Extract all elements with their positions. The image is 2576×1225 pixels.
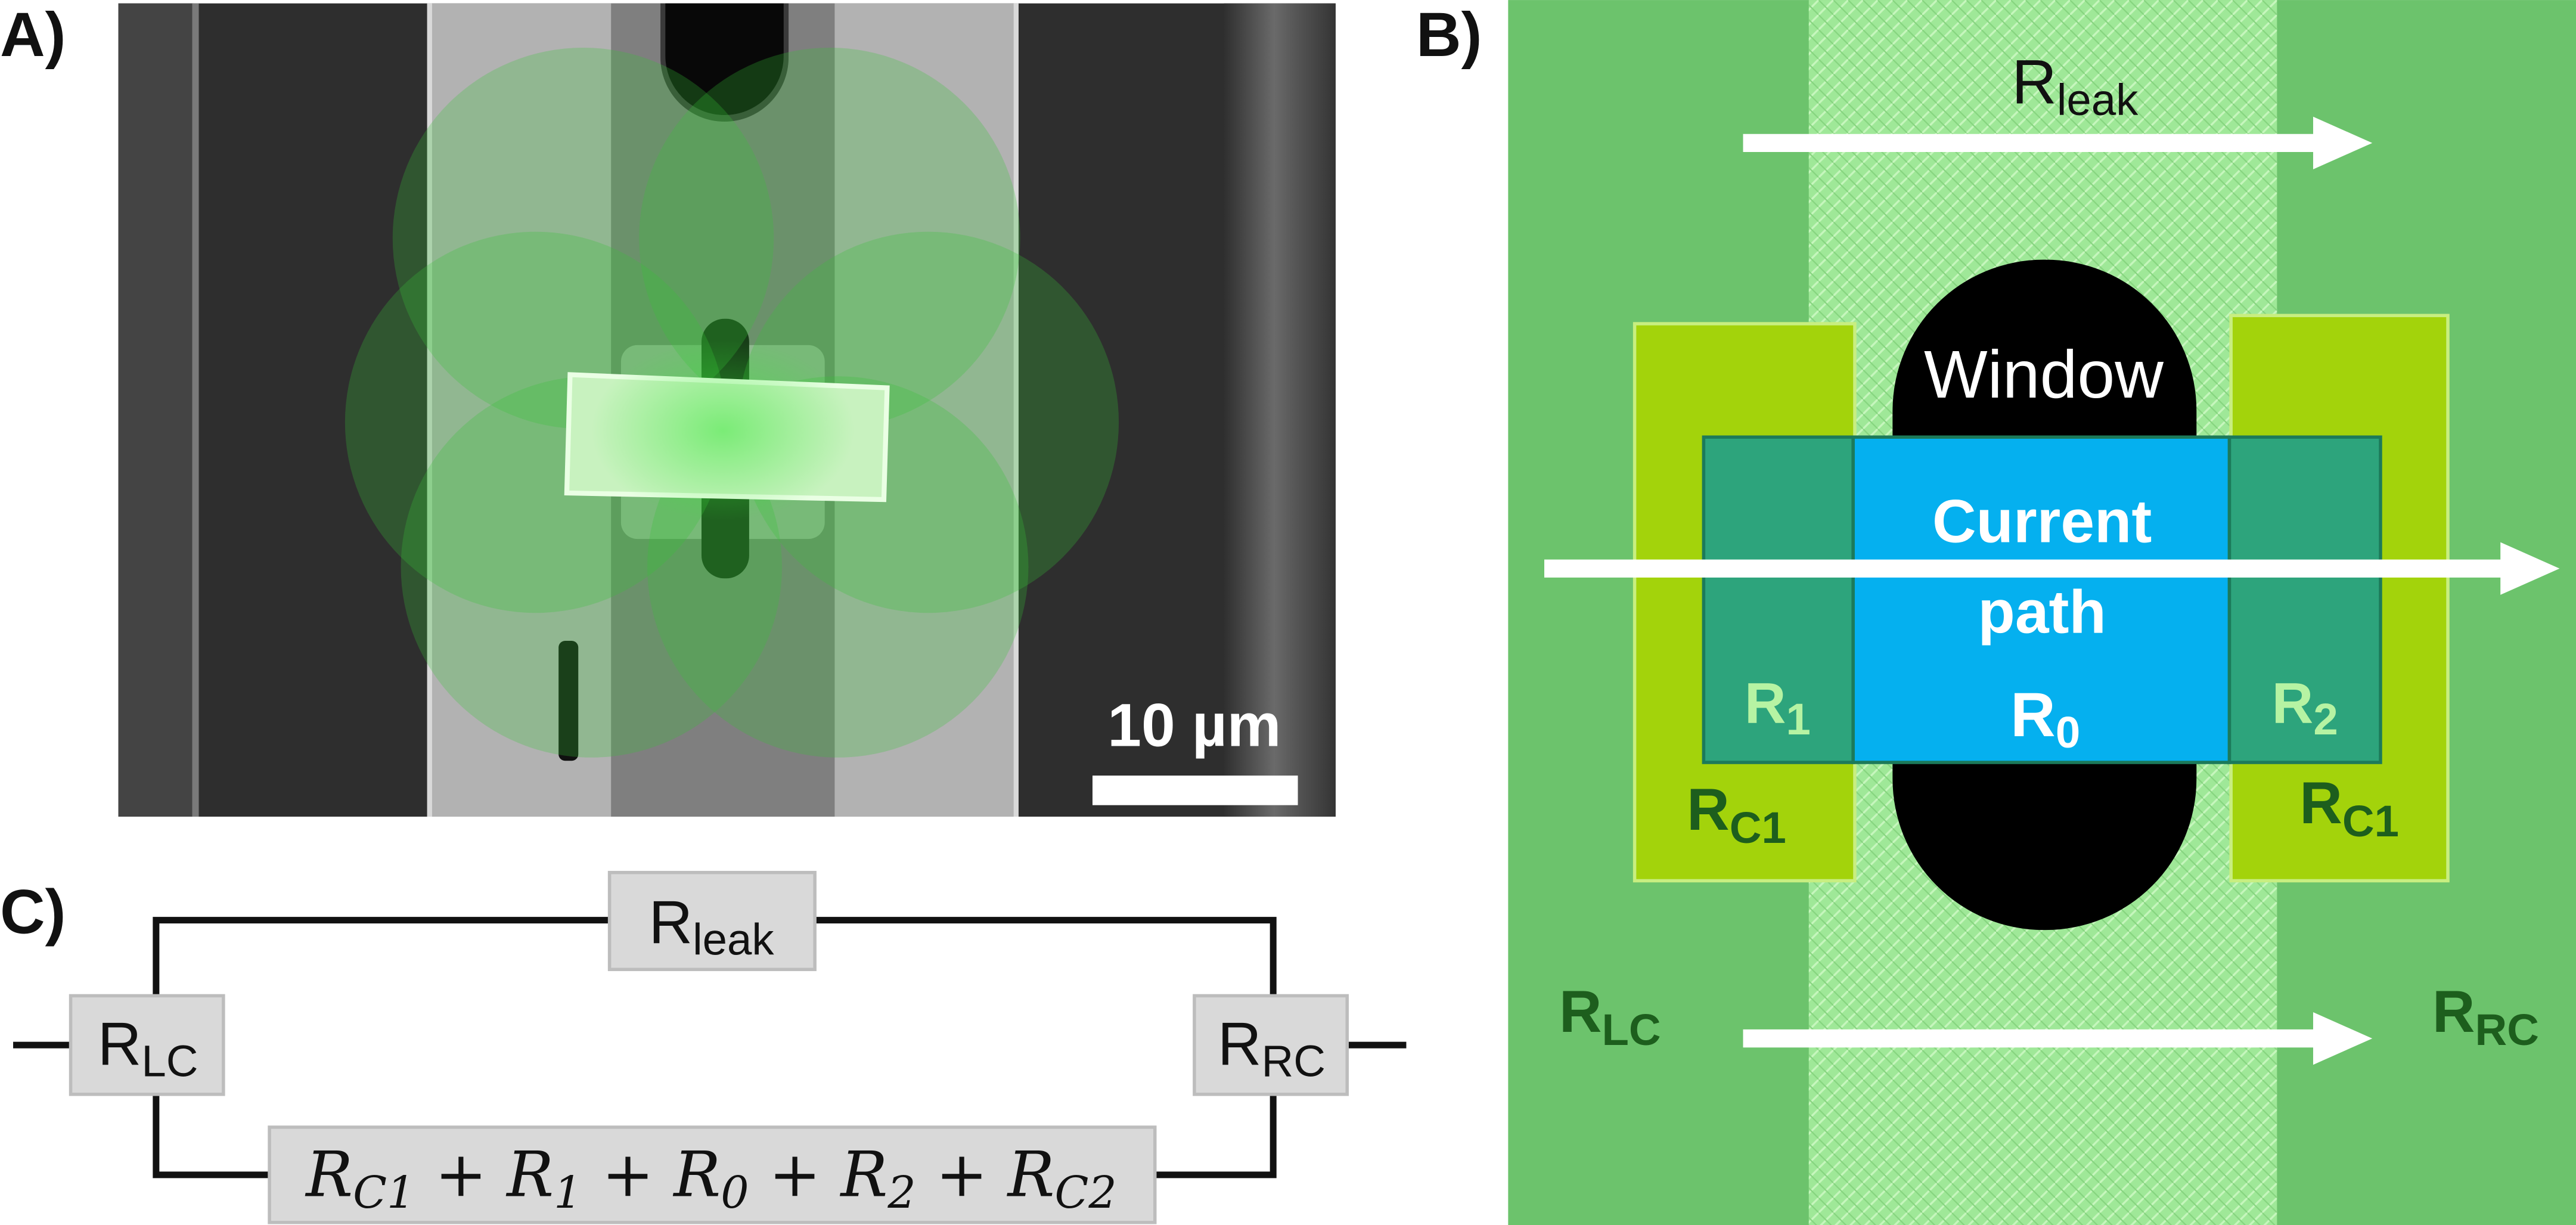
scale-bar: 10 µm	[1092, 691, 1298, 805]
label-path: path	[1978, 578, 2106, 646]
resistor-box	[268, 1125, 1157, 1224]
label-rc1-right: RC1	[2299, 770, 2399, 846]
label-rc1-left: RC1	[1687, 777, 1786, 852]
left-electrode-r1	[1702, 435, 1855, 764]
sem-small-slit	[558, 641, 579, 761]
r-symbol: R	[1687, 777, 1730, 843]
plus-operator: +	[434, 1139, 487, 1211]
r-symbol: R	[2010, 680, 2056, 750]
illumination-spot	[344, 231, 727, 613]
r-symbol: R	[2012, 48, 2057, 117]
plus-operator: +	[769, 1139, 821, 1211]
sem-top-window	[665, 3, 784, 115]
current-arrow-middle	[1544, 542, 2560, 595]
sem-left-edge-line	[192, 3, 199, 817]
illumination-spot	[639, 47, 1020, 429]
term-symbol: R	[672, 1139, 721, 1211]
resistor-label: RLC	[98, 1010, 198, 1086]
label-r-leak: Rleak	[2012, 48, 2139, 125]
resistor-label: RRC	[1218, 1010, 1326, 1086]
scale-bar-label: 10 µm	[1107, 691, 1281, 759]
r-subscript: 2	[2313, 694, 2338, 744]
arrow-head	[2313, 1012, 2373, 1065]
label-r2: R2	[2272, 672, 2338, 744]
term-symbol: R	[1007, 1139, 1055, 1211]
arrow-head	[2313, 116, 2373, 169]
label-r-rc: RRC	[2432, 979, 2539, 1055]
resistor-r-lc: RLC	[69, 994, 225, 1096]
r-symbol: R	[1745, 672, 1786, 736]
sem-right-haze	[1224, 3, 1336, 817]
illumination-spot	[737, 231, 1119, 613]
panel-label-a: A)	[0, 0, 66, 70]
r-symbol: R	[648, 888, 693, 956]
r-subscript: C1	[2342, 796, 2399, 846]
plus-operator: +	[936, 1139, 988, 1211]
illumination-spot	[392, 47, 774, 429]
label-r1: R1	[1745, 672, 1811, 744]
term-subscript: 0	[721, 1167, 749, 1218]
current-path-sample	[1851, 435, 2232, 764]
label-r-lc: RLC	[1559, 979, 1661, 1055]
term-symbol: R	[840, 1139, 888, 1211]
panel-b: B) Rleak Window Current path R0 R1 R2 RC…	[1416, 0, 2576, 1225]
r-symbol: R	[2299, 770, 2342, 836]
sem-left-electrode-edge	[427, 3, 432, 817]
r-subscript: C1	[1730, 803, 1786, 852]
resistor-series-sum: RC1+R1+R0+R2+RC2	[268, 1125, 1157, 1224]
sem-center-glow	[591, 340, 855, 521]
leak-arrow-top	[1743, 116, 2373, 169]
resistor-r-rc: RRC	[1193, 994, 1349, 1096]
term-subscript: C1	[353, 1167, 415, 1218]
term-symbol: R	[305, 1139, 353, 1211]
panel-a: A)	[0, 0, 1336, 817]
resistor-box	[1193, 994, 1349, 1096]
label-r0: R0	[2010, 680, 2080, 757]
r-subscript: LC	[1602, 1005, 1661, 1055]
r-subscript: RC	[1262, 1036, 1326, 1086]
r-subscript: leak	[2057, 75, 2139, 125]
leak-arrow-bottom	[1743, 1012, 2373, 1065]
label-window: Window	[1924, 337, 2164, 412]
sem-right-electrode-edge	[1013, 3, 1019, 817]
sem-micrograph	[118, 3, 1336, 817]
right-electrode-r2	[2227, 435, 2382, 764]
r-subscript: leak	[693, 915, 774, 965]
r-subscript: LC	[141, 1036, 198, 1086]
resistor-box	[69, 994, 225, 1096]
r-symbol: R	[2272, 672, 2314, 736]
panel-c: C) Rleak RLC RRC RC1+R1+R0+R2+RC2	[0, 870, 1407, 1224]
r-symbol: R	[1218, 1010, 1262, 1078]
r-symbol: R	[2432, 979, 2475, 1045]
r-symbol: R	[98, 1010, 142, 1078]
term-subscript: 2	[887, 1167, 915, 1218]
resistor-r-leak: Rleak	[607, 870, 817, 972]
r-symbol: R	[1559, 979, 1602, 1045]
r-subscript: RC	[2475, 1005, 2538, 1055]
plus-operator: +	[602, 1139, 654, 1211]
term-subscript: 1	[554, 1167, 582, 1218]
panel-label-c: C)	[0, 877, 66, 947]
scale-bar-line	[1092, 776, 1298, 805]
label-current: Current	[1932, 488, 2152, 556]
term-symbol: R	[505, 1139, 554, 1211]
r-subscript: 0	[2056, 708, 2080, 757]
arrow-head	[2500, 542, 2560, 595]
sem-left-edge-strip	[118, 3, 194, 817]
term-subscript: C2	[1055, 1167, 1117, 1218]
r-subscript: 1	[1786, 694, 1811, 744]
panel-label-b: B)	[1416, 0, 1482, 70]
resistor-box	[607, 870, 817, 972]
series-sum-formula: RC1+R1+R0+R2+RC2	[305, 1139, 1117, 1218]
resistor-label: Rleak	[648, 888, 774, 964]
